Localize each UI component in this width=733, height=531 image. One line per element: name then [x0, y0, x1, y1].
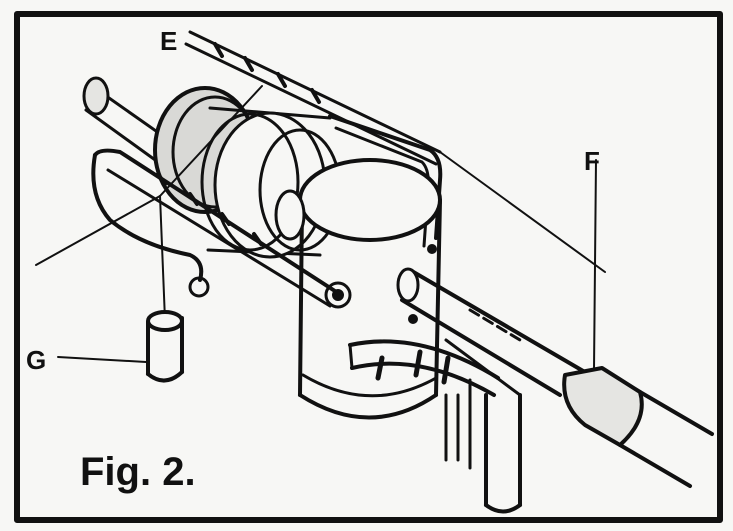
pointer-lines	[35, 85, 263, 321]
figure-caption: Fig. 2.	[80, 450, 196, 494]
rod-f	[396, 267, 592, 397]
part-g	[57, 310, 184, 383]
label-g: G	[26, 345, 47, 375]
slotted-quadrant	[348, 339, 500, 397]
label-e: E	[160, 26, 178, 56]
side-boss	[274, 189, 306, 241]
wire-bracket	[91, 148, 340, 308]
upper-rail	[184, 30, 606, 273]
label-f: F	[584, 146, 600, 176]
lower-legs	[444, 338, 522, 514]
collar-f	[562, 159, 714, 488]
main-cylinder	[298, 158, 442, 420]
